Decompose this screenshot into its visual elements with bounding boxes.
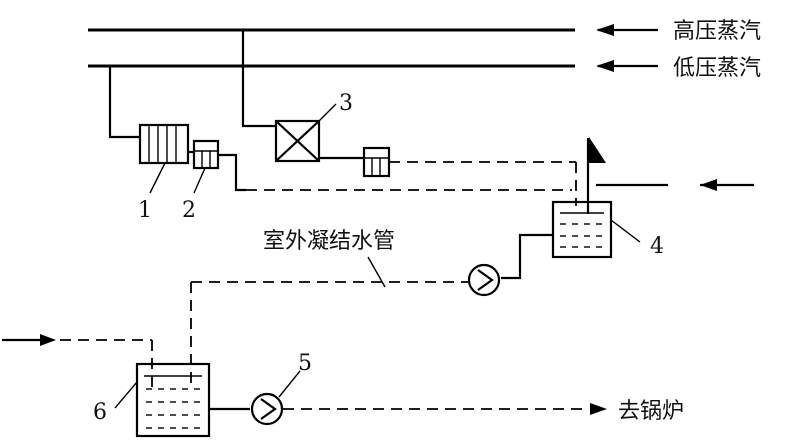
to-boiler-label: 去锅炉	[618, 399, 684, 424]
condensate-tank-4	[551, 200, 641, 259]
leader-lines	[149, 103, 337, 194]
high-pressure-branch-pipe	[241, 30, 276, 128]
label-5: 5	[298, 351, 312, 376]
label-6: 6	[93, 400, 107, 425]
line-to-boiler	[283, 403, 607, 415]
low-pressure-inlet-arrow	[596, 60, 658, 72]
inlet-line-to-tank-6	[2, 334, 153, 388]
outdoor-condensate-pipe	[190, 256, 468, 388]
steam-trap-3	[362, 146, 391, 178]
pump-condensate	[467, 263, 501, 297]
label-4: 4	[650, 234, 664, 259]
low-pressure-steam-label: 低压蒸汽	[673, 56, 761, 81]
feed-water-tank-6	[114, 362, 211, 438]
label-3: 3	[339, 91, 353, 116]
high-pressure-inlet-arrow	[596, 24, 658, 36]
inlet-line-to-tank-4	[596, 179, 754, 191]
pump-5	[250, 370, 301, 426]
high-pressure-steam-label: 高压蒸汽	[673, 19, 761, 44]
heat-exchanger-1	[138, 123, 190, 165]
low-pressure-branch-pipe	[108, 66, 140, 139]
label-1: 1	[138, 198, 152, 223]
pipe-tank4-to-pump	[501, 233, 553, 280]
heat-exchanger-3	[274, 119, 364, 163]
condensate-line-from-trap-3	[389, 161, 577, 206]
label-2: 2	[182, 198, 196, 223]
steam-trap-2	[188, 139, 246, 192]
outdoor-condensate-pipe-label: 室外凝结水管	[263, 229, 395, 254]
